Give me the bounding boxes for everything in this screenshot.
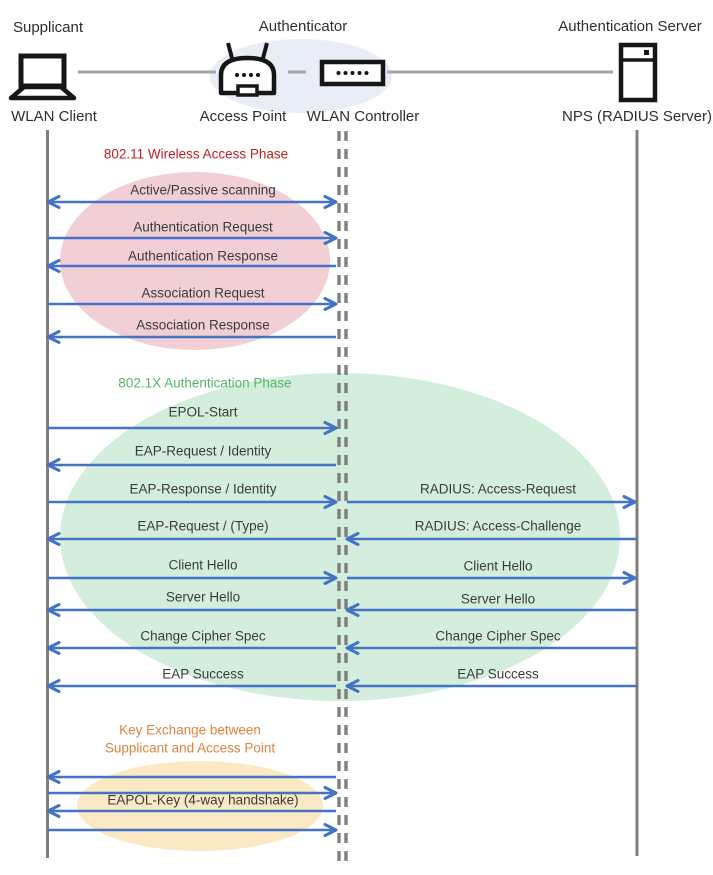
message-label: Association Response [136, 317, 270, 333]
message-label: Change Cipher Spec [435, 628, 561, 644]
phase1-arrows [46, 195, 338, 344]
message-label: Server Hello [165, 589, 241, 605]
device-label-wlan-controller: WLAN Controller [306, 107, 420, 125]
phase3-ellipse [77, 761, 323, 851]
phase3-title-line1: Key Exchange between [119, 722, 261, 738]
actor-role-authentication-server: Authentication Server [558, 17, 702, 35]
message-label: EAP-Request / (Type) [137, 518, 269, 534]
message-label: RADIUS: Access-Request [419, 481, 577, 497]
phase3-arrows [46, 770, 338, 837]
wlan-controller-icon [319, 59, 386, 87]
phase2-right-arrows [345, 495, 637, 693]
laptop-icon [8, 53, 77, 101]
message-label: Client Hello [168, 557, 238, 573]
message-label: EAP-Request / Identity [134, 443, 272, 459]
device-label-wlan-client: WLAN Client [11, 107, 97, 125]
message-label: Server Hello [460, 591, 536, 607]
message-label: RADIUS: Access-Challenge [414, 518, 582, 534]
message-label: EAP-Response / Identity [129, 481, 277, 497]
phase1-ellipse [60, 172, 330, 350]
message-label: EAP Success [457, 666, 539, 682]
device-label-access-point: Access Point [199, 107, 287, 125]
message-label: Change Cipher Spec [140, 628, 266, 644]
message-label: Active/Passive scanning [130, 182, 276, 198]
message-label: Client Hello [463, 558, 533, 574]
device-label-nps-radius-server: NPS (RADIUS Server) [561, 107, 713, 125]
message-label: Authentication Response [127, 248, 279, 264]
phase2-title: 802.1X Authentication Phase [118, 375, 292, 391]
access-point-icon [218, 42, 277, 97]
phase3-title-line2: Supplicant and Access Point [104, 740, 276, 756]
actor-role-supplicant: Supplicant [12, 18, 84, 36]
server-icon [618, 42, 658, 103]
phase1-title: 802.11 Wireless Access Phase [103, 146, 289, 162]
controller-lifeline-dashed [337, 131, 348, 862]
actor-role-authenticator: Authenticator [258, 17, 348, 35]
message-label: EAPOL-Key (4-way handshake) [107, 792, 299, 808]
message-label: EAP Success [162, 666, 244, 682]
message-label: Association Request [141, 285, 265, 301]
message-label: Authentication Request [133, 219, 273, 235]
phase2-left-arrows [46, 421, 338, 693]
message-label: EPOL-Start [168, 404, 238, 420]
